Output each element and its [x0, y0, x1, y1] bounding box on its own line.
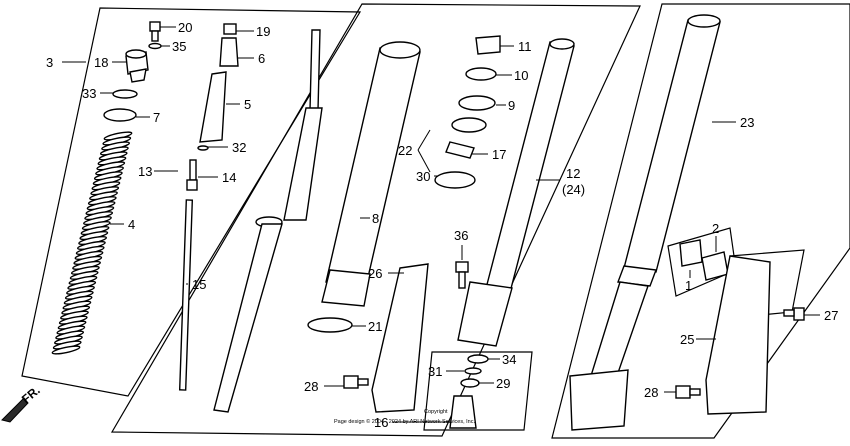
part-16-adjuster	[449, 395, 477, 429]
callout-29: 29	[496, 376, 510, 391]
part-12-inner-tube	[457, 38, 575, 347]
part-21-oil-seal	[307, 317, 353, 333]
part-15-push-rod	[178, 199, 194, 391]
panel-right-fork	[551, 3, 850, 439]
callout-14: 14	[222, 170, 236, 185]
callout-28-right: 28	[644, 385, 658, 400]
copyright-line-2: Page design © 2004 - 2024 by ARI Network…	[334, 418, 475, 425]
part-36-bolt	[455, 261, 469, 289]
damper-cartridge	[213, 29, 323, 413]
callout-4: 4	[128, 217, 135, 232]
part-25-fork-guard	[705, 255, 771, 415]
part-18-fork-cap	[125, 49, 149, 83]
part-35-washer	[148, 42, 162, 50]
callout-10: 10	[514, 68, 528, 83]
callout-31: 31	[428, 364, 442, 379]
callout-11: 11	[518, 39, 532, 54]
callout-3: 3	[46, 55, 53, 70]
callout-22: 22	[398, 143, 412, 158]
callout-17: 17	[492, 147, 506, 162]
part-26-fork-guard	[371, 263, 429, 413]
callout-36: 36	[454, 228, 468, 243]
part-17-circlip	[445, 141, 475, 159]
panel-spring-group	[21, 7, 362, 397]
callout-20: 20	[178, 20, 192, 35]
callout-27: 27	[824, 308, 838, 323]
part-4-spring-coils	[51, 131, 133, 355]
spring-coil	[51, 345, 81, 355]
part-9-oil-seal	[458, 95, 496, 111]
part-5-spacer	[199, 71, 227, 143]
copyright-line-1: Copyright	[424, 409, 448, 415]
leader-lines	[62, 26, 820, 423]
callout-13: 13	[138, 164, 152, 179]
callout-34: 34	[502, 352, 516, 367]
callout-24-ref: (24)	[562, 182, 585, 197]
callout-1: 1	[685, 278, 692, 293]
callout-18: 18	[94, 55, 108, 70]
part-1-bracket	[679, 239, 703, 267]
callout-32: 32	[232, 140, 246, 155]
part-34-washer	[467, 354, 489, 364]
callout-33: 33	[82, 86, 96, 101]
callout-7: 7	[153, 110, 160, 125]
callout-21: 21	[368, 319, 382, 334]
panel-lower-bolts	[423, 351, 533, 431]
part-30-guide-bushing	[434, 171, 476, 189]
part-32-ring	[197, 145, 209, 151]
callout-8: 8	[372, 211, 379, 226]
part-29-washer	[460, 378, 480, 388]
callout-16: 16	[374, 415, 388, 430]
callout-28-left: 28	[304, 379, 318, 394]
part-14-rod	[186, 159, 198, 191]
part-27-bolt	[783, 307, 805, 321]
callout-26: 26	[368, 266, 382, 281]
part-19-nut	[223, 23, 237, 35]
callout-2: 2	[712, 221, 719, 236]
part-11-dust-seal	[475, 35, 501, 55]
callout-9: 9	[508, 98, 515, 113]
part-22-back-up-ring	[451, 117, 487, 133]
front-arrow-icon	[1, 397, 29, 423]
part-23-fork-assembly	[569, 14, 721, 431]
part-33-o-ring	[112, 89, 138, 99]
part-8-outer-tube	[321, 41, 421, 307]
part-10-stop-ring	[465, 67, 497, 81]
part-31-o-ring	[464, 367, 482, 375]
callout-12: 12	[566, 166, 580, 181]
callout-35: 35	[172, 39, 186, 54]
part-7-spring-seat	[103, 108, 137, 122]
part-6-collar	[219, 37, 239, 67]
callout-19: 19	[256, 24, 270, 39]
callout-25: 25	[680, 332, 694, 347]
part-28-bolt-left	[343, 375, 369, 389]
callout-15: 15	[192, 277, 206, 292]
part-20-bolt	[149, 21, 161, 42]
callout-5: 5	[244, 97, 251, 112]
callout-30: 30	[416, 169, 430, 184]
callout-23: 23	[740, 115, 754, 130]
callout-6: 6	[258, 51, 265, 66]
panel-main-group	[110, 3, 641, 437]
part-28-bolt-right	[675, 385, 701, 399]
